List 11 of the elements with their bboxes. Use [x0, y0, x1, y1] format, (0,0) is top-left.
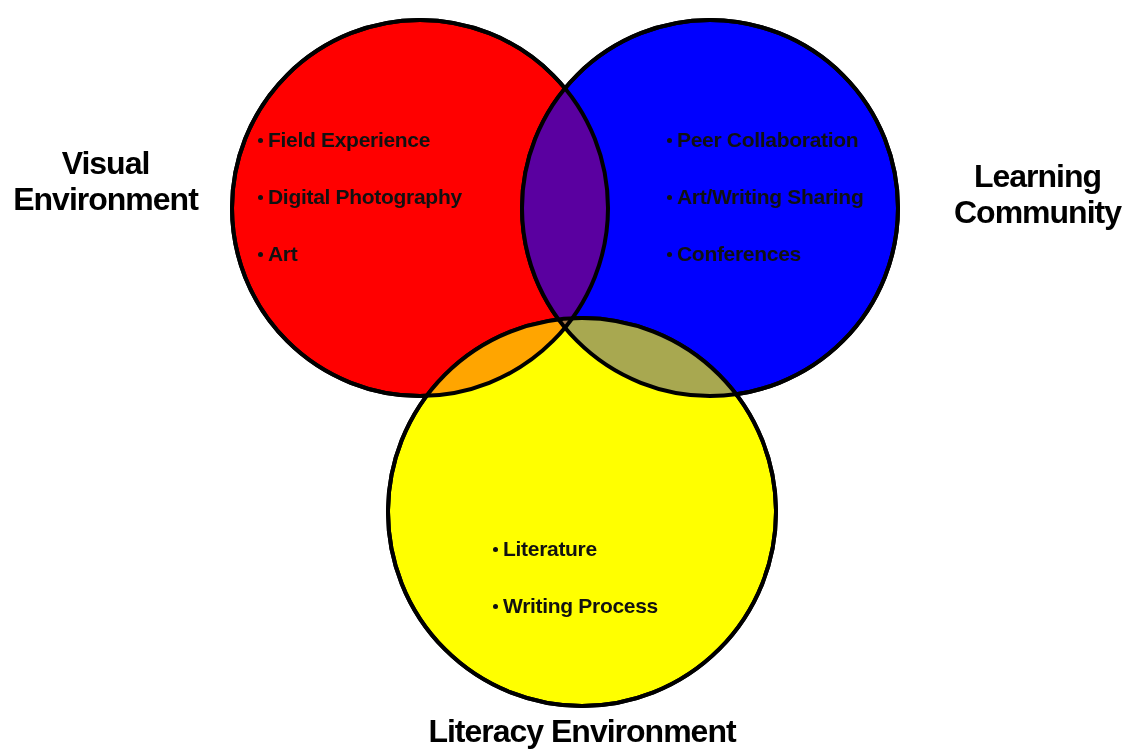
bullet-item: Digital Photography — [268, 185, 462, 209]
circle-heading: Literacy Environment — [427, 713, 738, 749]
bullet-item: Writing Process — [503, 594, 658, 618]
bullet-item: Art — [268, 242, 298, 266]
bullet-item: Field Experience — [268, 128, 431, 152]
circle-heading: Learning Community — [953, 158, 1123, 230]
bullet-item: Art/Writing Sharing — [677, 185, 864, 209]
bullet-item: Peer Collaboration — [677, 128, 859, 152]
circle-heading: Visual Environment — [12, 145, 200, 217]
bullet-item: Conferences — [677, 242, 801, 266]
bullet-item: Literature — [503, 537, 597, 561]
